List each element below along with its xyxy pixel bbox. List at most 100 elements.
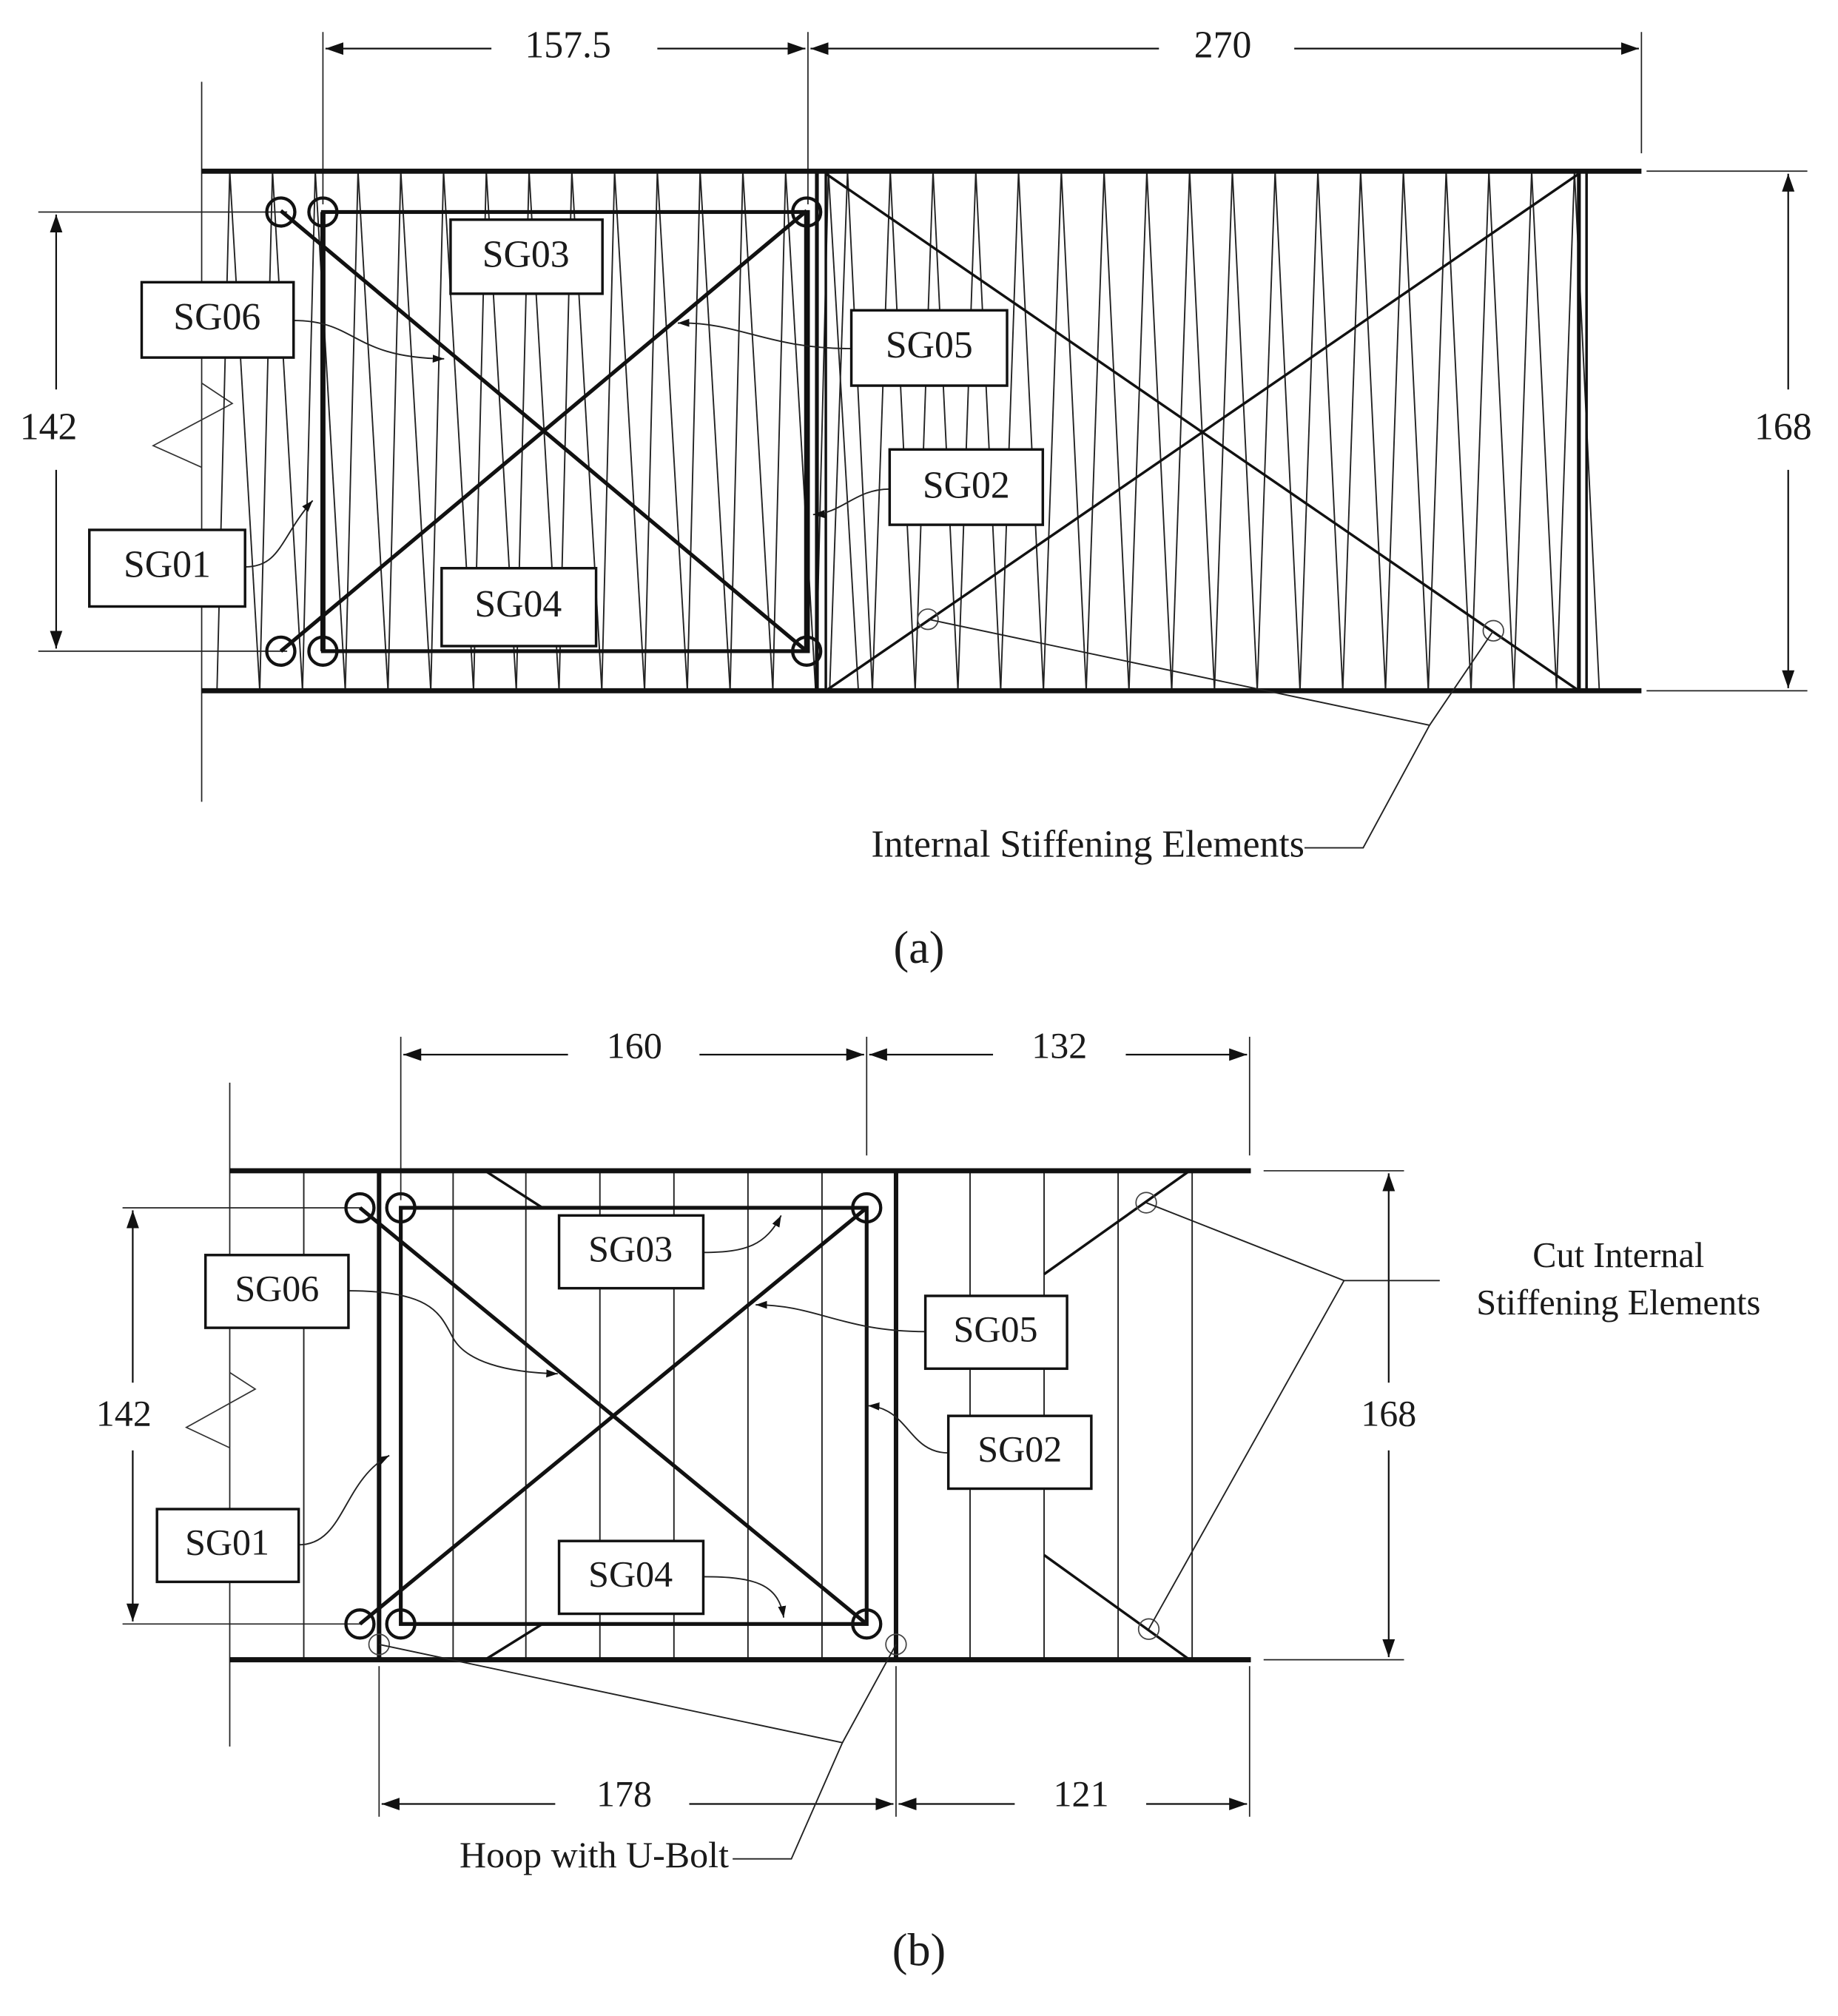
panel-a-break-line bbox=[152, 382, 234, 468]
svg-text:SG05: SG05 bbox=[954, 1308, 1038, 1349]
stiffener-line bbox=[229, 171, 260, 691]
panel-a: 157.5 270 142 168 bbox=[20, 24, 1812, 974]
panel-b-dim-bottom-left: 178 bbox=[596, 1773, 652, 1814]
stiffener-line bbox=[1359, 171, 1387, 691]
panel-a-dim-top-right: 270 bbox=[1194, 24, 1252, 67]
stiffener-line bbox=[974, 171, 1002, 691]
stiffener-line bbox=[387, 171, 402, 691]
panel-b-sg03-label: SG03 bbox=[557, 1214, 705, 1290]
panel-b-hoop-callout: Hoop with U-Bolt bbox=[460, 1834, 729, 1875]
panel-a-leaders bbox=[245, 318, 1495, 849]
stiffener-line bbox=[1103, 171, 1130, 691]
stiffener-line bbox=[957, 171, 977, 691]
stiffener-line bbox=[272, 171, 303, 691]
stiffener-line bbox=[1060, 171, 1087, 691]
svg-text:SG05: SG05 bbox=[886, 324, 973, 366]
panel-b-dimension-lines bbox=[126, 1048, 1396, 1810]
panel-a-sg02-label: SG02 bbox=[888, 448, 1045, 526]
stiffener-line bbox=[259, 171, 274, 691]
panel-b-dim-bottom-right: 121 bbox=[1054, 1773, 1109, 1814]
stiffener-line bbox=[613, 171, 646, 691]
stiffener-line bbox=[1231, 171, 1259, 691]
panel-b-sg02-label: SG02 bbox=[946, 1414, 1093, 1491]
panel-b-dim-right-height: 168 bbox=[1361, 1392, 1416, 1434]
panel-b-sg01-label: SG01 bbox=[155, 1508, 300, 1584]
panel-b-diagonal-2 bbox=[358, 1206, 868, 1626]
stiffener-line bbox=[1445, 171, 1472, 691]
panel-b-break-line bbox=[184, 1371, 257, 1449]
stiffener-line bbox=[1043, 171, 1063, 691]
panel-b-sg04-label: SG04 bbox=[557, 1539, 705, 1616]
panel-a-dim-right-height: 168 bbox=[1754, 406, 1812, 448]
panel-b-sg06-label: SG06 bbox=[204, 1254, 350, 1329]
svg-text:SG03: SG03 bbox=[588, 1228, 673, 1269]
stiffener-line bbox=[1555, 171, 1575, 691]
stiffener-line bbox=[357, 171, 389, 691]
svg-text:SG01: SG01 bbox=[185, 1522, 269, 1563]
panel-a-sg05-label: SG05 bbox=[849, 309, 1009, 387]
stiffener-line bbox=[1384, 171, 1404, 691]
panel-a-stiffener-markers bbox=[917, 608, 1504, 642]
panel-a-caption: (a) bbox=[894, 923, 945, 973]
panel-a-dim-top-left: 157.5 bbox=[525, 24, 610, 67]
stiffener-line bbox=[216, 171, 231, 691]
stiffener-line bbox=[699, 171, 731, 691]
stiffener-line bbox=[656, 171, 688, 691]
panel-a-stiffening-callout: Internal Stiffening Elements bbox=[872, 823, 1305, 865]
panel-a-dimension-lines bbox=[50, 42, 1795, 688]
stiffener-line bbox=[1274, 171, 1301, 691]
stiffener-line bbox=[729, 171, 744, 691]
stiffener-line bbox=[644, 171, 659, 691]
panel-b-extension-lines bbox=[122, 1036, 1404, 1817]
stiffener-line bbox=[1299, 171, 1319, 691]
panel-a-sg01-label: SG01 bbox=[88, 528, 246, 608]
stiffener-line bbox=[829, 171, 849, 691]
panel-b-caption: (b) bbox=[892, 1925, 946, 1975]
stiffener-line bbox=[1213, 171, 1233, 691]
panel-b-cut-stiffener-stubs bbox=[484, 1169, 1191, 1661]
stiffener-line bbox=[314, 171, 346, 691]
stiffener-line bbox=[1171, 171, 1191, 691]
panel-b-cut-stiffening-callout-line1: Cut Internal bbox=[1532, 1236, 1704, 1275]
stiffener-line bbox=[1427, 171, 1447, 691]
stiffener-line bbox=[889, 171, 916, 691]
svg-text:SG01: SG01 bbox=[124, 544, 211, 586]
panel-b-dim-top-left: 160 bbox=[607, 1025, 662, 1066]
panel-b-cut-stiffening-callout-line2: Stiffening Elements bbox=[1476, 1283, 1760, 1323]
stiffener-line bbox=[772, 171, 787, 691]
panel-a-right-diagonal-2 bbox=[825, 172, 1580, 692]
svg-text:SG02: SG02 bbox=[923, 465, 1010, 507]
svg-text:SG04: SG04 bbox=[588, 1553, 673, 1595]
panel-a-node-circles bbox=[265, 196, 823, 667]
svg-text:SG03: SG03 bbox=[482, 233, 570, 275]
panel-b-leaders bbox=[298, 1202, 1440, 1860]
stiffener-line bbox=[400, 171, 432, 691]
panel-b-markers bbox=[368, 1192, 1160, 1656]
stiffener-line bbox=[914, 171, 934, 691]
svg-text:SG04: SG04 bbox=[474, 583, 562, 625]
panel-a-sg06-label: SG06 bbox=[140, 280, 295, 359]
stiffener-line bbox=[1512, 171, 1532, 691]
panel-b-dim-top-right: 132 bbox=[1031, 1025, 1087, 1066]
stiffener-line bbox=[1017, 171, 1045, 691]
stiffener-line bbox=[784, 171, 817, 691]
panel-b-sg05-label: SG05 bbox=[923, 1294, 1068, 1371]
panel-b: 160 132 178 121 142 168 bbox=[96, 1025, 1761, 1976]
stiffener-line bbox=[1256, 171, 1276, 691]
stiffener-line bbox=[1470, 171, 1490, 691]
stiffener-line bbox=[344, 171, 359, 691]
stiffener-line bbox=[686, 171, 701, 691]
stiffener-line bbox=[301, 171, 317, 691]
stiffener-line bbox=[430, 171, 445, 691]
panel-a-dim-left-height: 142 bbox=[20, 406, 78, 448]
panel-a-left-diagonal-2 bbox=[279, 209, 808, 653]
panel-b-node-circles bbox=[344, 1192, 883, 1640]
stiffener-line bbox=[872, 171, 892, 691]
stiffener-line bbox=[1488, 171, 1515, 691]
panel-a-sg03-label: SG03 bbox=[449, 218, 604, 295]
stiffener-line bbox=[1085, 171, 1105, 691]
panel-b-dim-left-height: 142 bbox=[96, 1392, 152, 1434]
stiffener-line bbox=[827, 171, 860, 691]
stiffener-line bbox=[846, 171, 873, 691]
